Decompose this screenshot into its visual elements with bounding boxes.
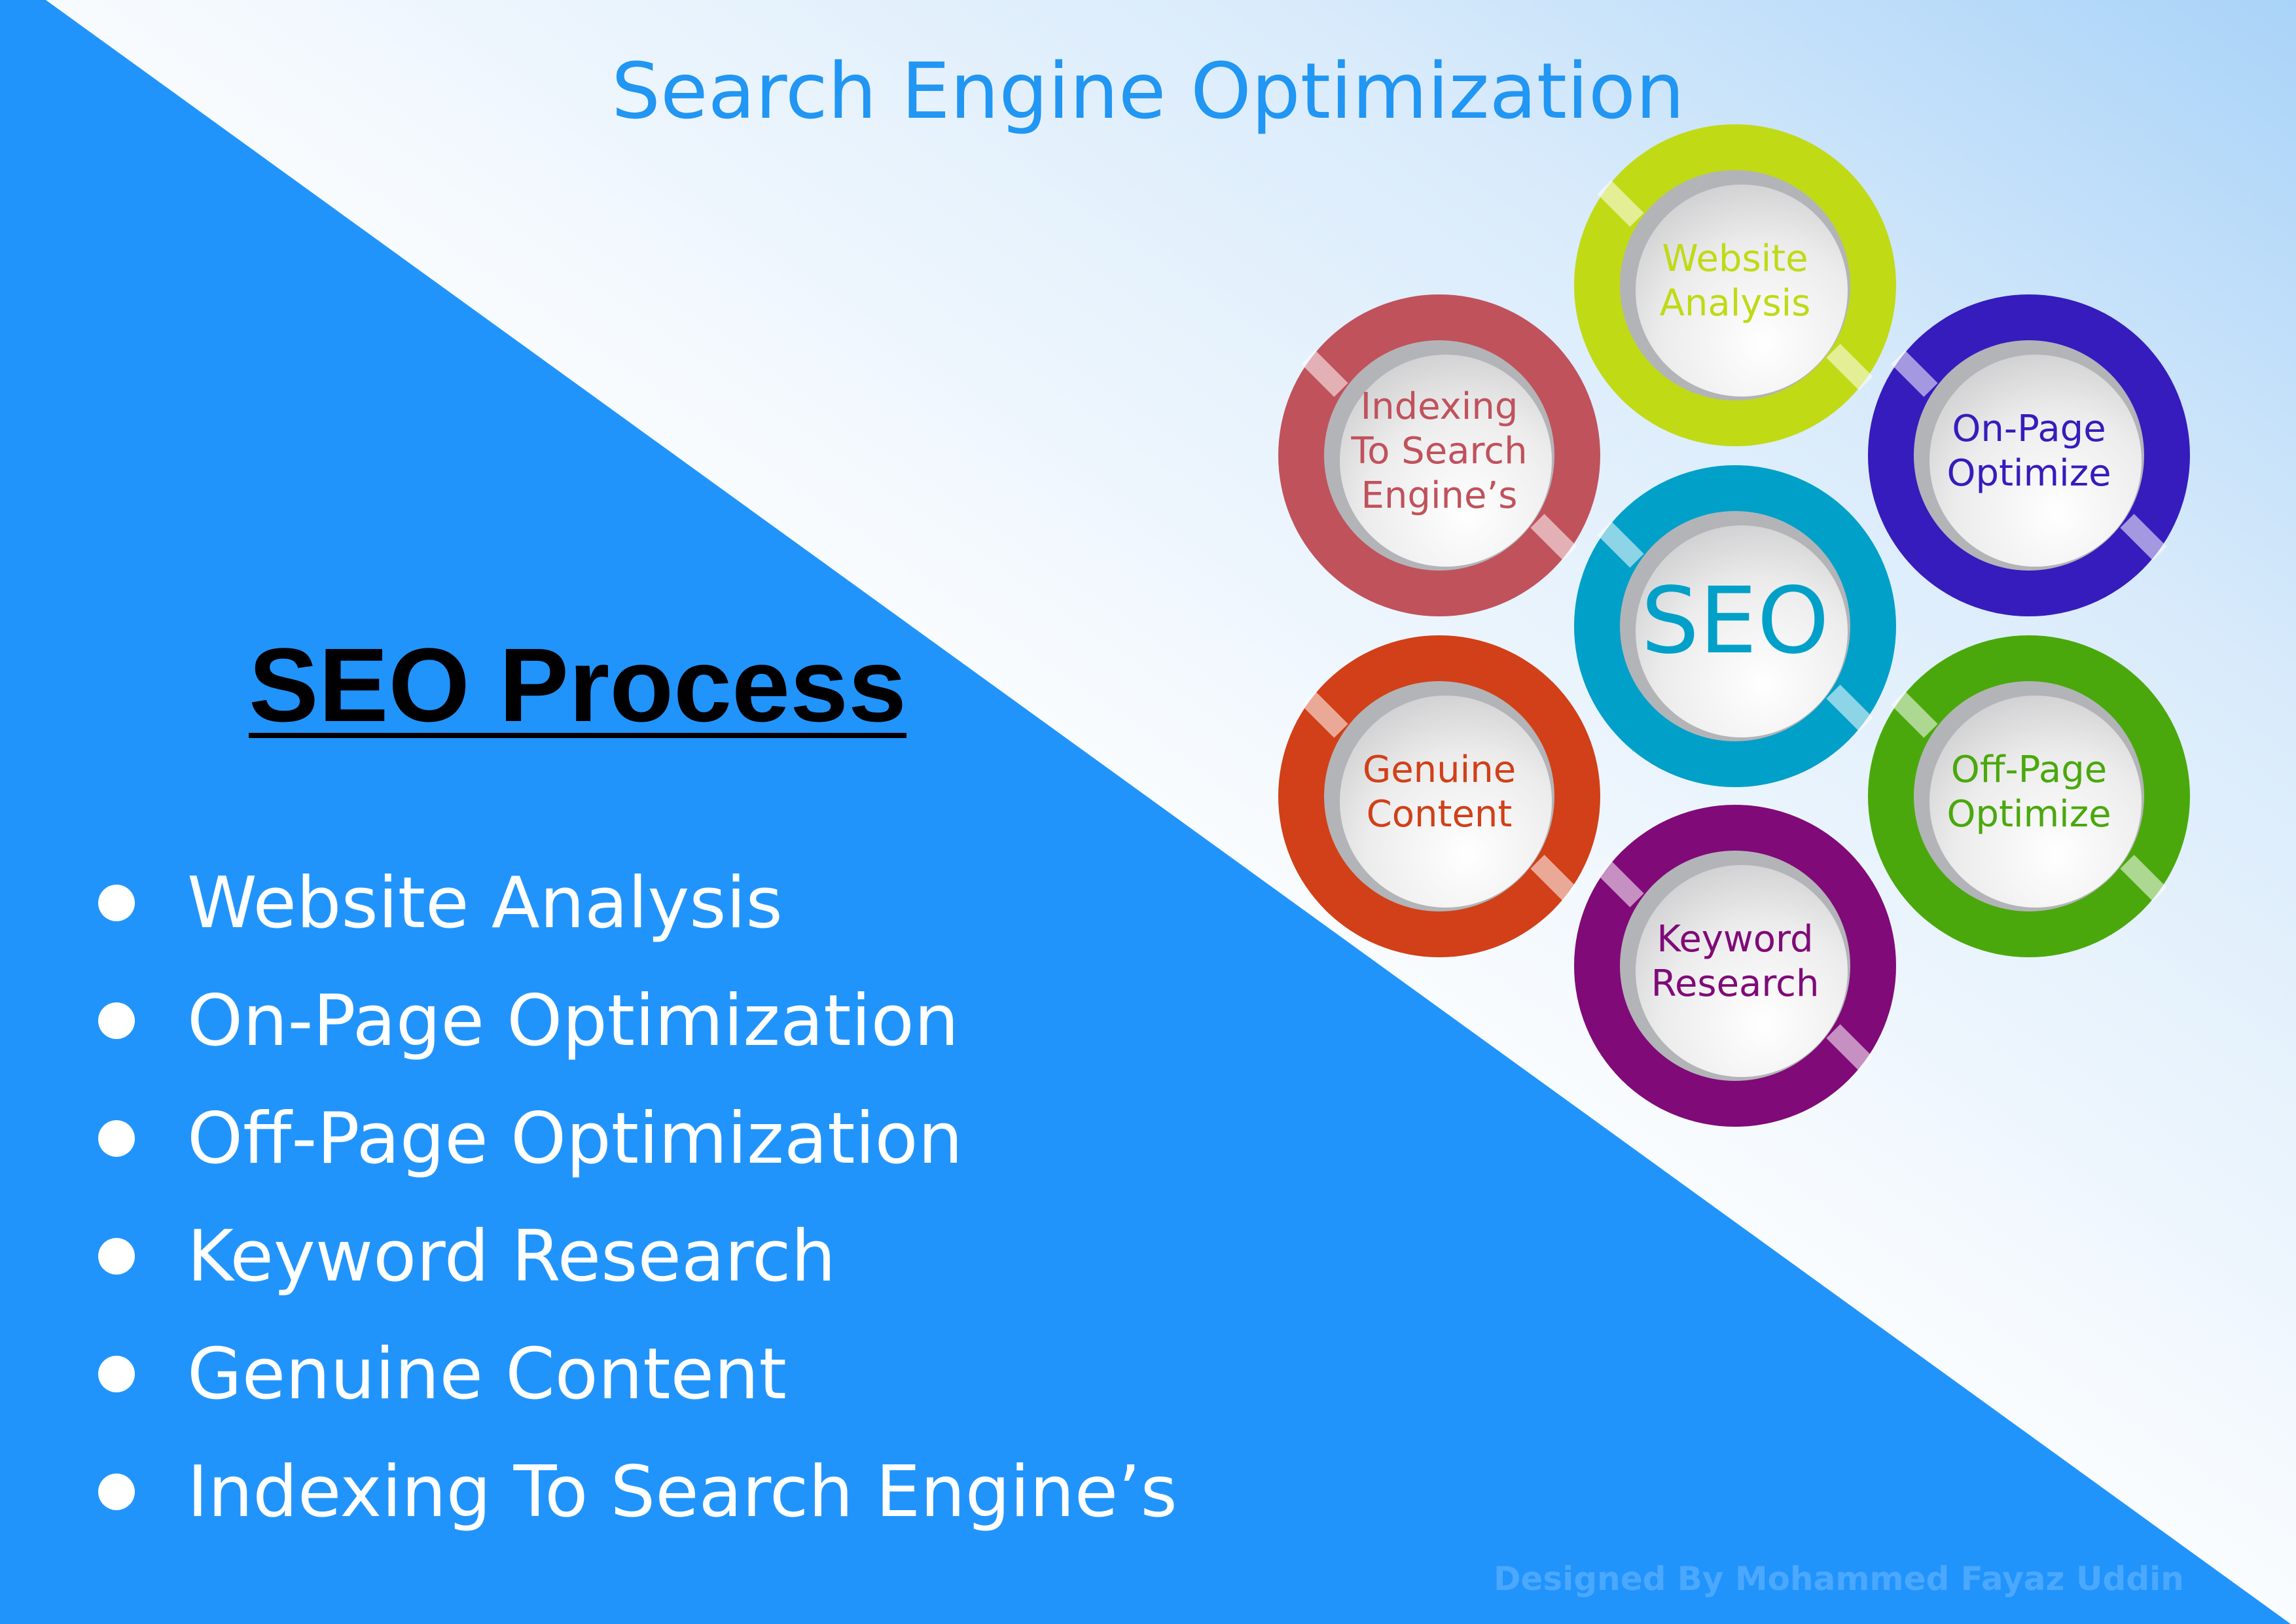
list-item: Genuine Content bbox=[98, 1315, 1177, 1433]
genuine-ring bbox=[1278, 635, 1600, 957]
label-line: Analysis bbox=[1659, 282, 1811, 325]
bullet-icon bbox=[98, 1120, 135, 1157]
bullet-icon bbox=[98, 1002, 135, 1039]
seo-process-heading: SEO Process bbox=[249, 626, 906, 743]
keyword-ring bbox=[1574, 805, 1896, 1127]
label-line: Engine’s bbox=[1361, 474, 1518, 517]
list-item-label: Indexing To Search Engine’s bbox=[187, 1451, 1177, 1533]
list-item: Website Analysis bbox=[98, 844, 1177, 962]
center-ring bbox=[1574, 465, 1896, 787]
bullet-icon bbox=[98, 1356, 135, 1392]
label-line: On-Page bbox=[1952, 408, 2106, 450]
list-item-label: Genuine Content bbox=[187, 1333, 787, 1415]
label-line: Content bbox=[1366, 793, 1513, 836]
list-item: Keyword Research bbox=[98, 1197, 1177, 1315]
label-line: Indexing bbox=[1360, 385, 1518, 428]
onpage-ring bbox=[1868, 294, 2190, 616]
list-item: Off-Page Optimization bbox=[98, 1080, 1177, 1197]
list-item-label: Website Analysis bbox=[187, 862, 783, 944]
list-item-label: Off-Page Optimization bbox=[187, 1097, 963, 1180]
label-line: Optimize bbox=[1946, 452, 2111, 495]
label-line: Research bbox=[1651, 962, 1820, 1005]
label-line: Keyword bbox=[1657, 918, 1814, 961]
list-item: Indexing To Search Engine’s bbox=[98, 1433, 1177, 1551]
label-line: To Search bbox=[1351, 430, 1528, 472]
label-line: Off-Page bbox=[1950, 749, 2108, 791]
website-ring bbox=[1574, 124, 1896, 446]
process-list: Website Analysis On-Page Optimization Of… bbox=[98, 844, 1177, 1551]
label-line: Website bbox=[1662, 238, 1808, 280]
bullet-icon bbox=[98, 885, 135, 921]
indexing-ring bbox=[1278, 294, 1600, 616]
page-title: Search Engine Optimization bbox=[611, 46, 1685, 136]
seo-center-label: SEO bbox=[1641, 568, 1829, 675]
list-item: On-Page Optimization bbox=[98, 962, 1177, 1080]
list-item-label: On-Page Optimization bbox=[187, 980, 960, 1062]
label-line: Genuine bbox=[1362, 749, 1516, 791]
bullet-icon bbox=[98, 1474, 135, 1510]
list-item-label: Keyword Research bbox=[187, 1215, 836, 1297]
label-line: Optimize bbox=[1946, 793, 2111, 836]
bullet-icon bbox=[98, 1238, 135, 1275]
offpage-ring bbox=[1868, 635, 2190, 957]
designer-credit: Designed By Mohammed Fayaz Uddin bbox=[1494, 1560, 2184, 1598]
